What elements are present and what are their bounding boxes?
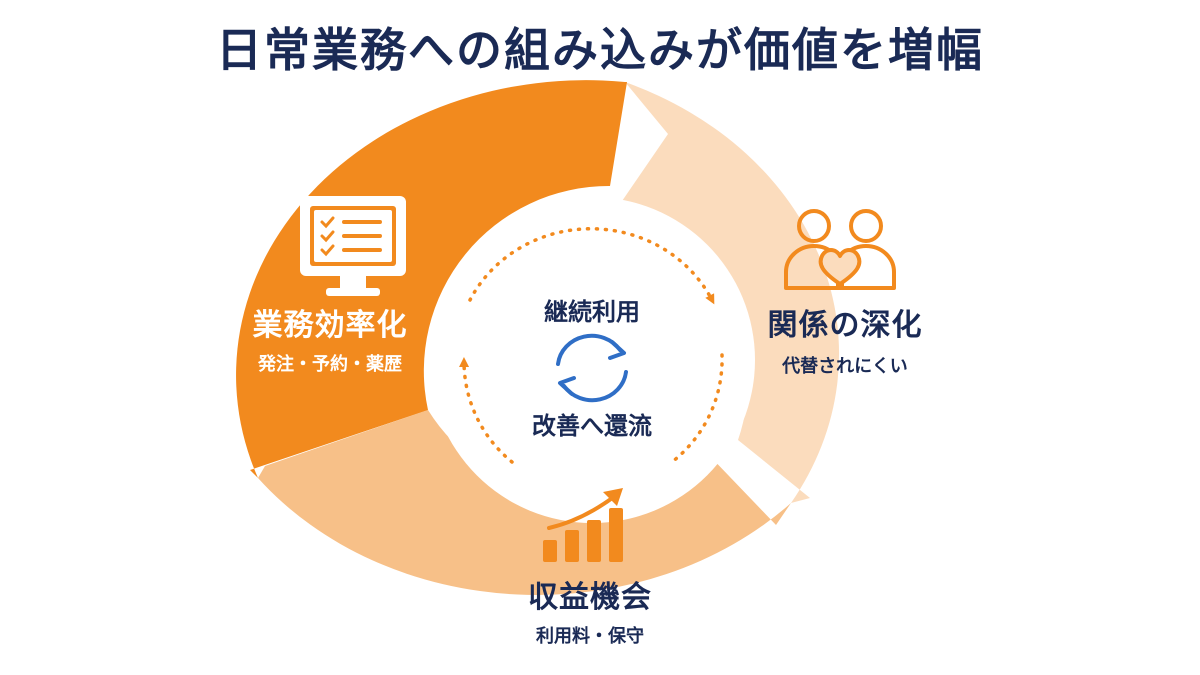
segment-relationship-title: 関係の深化 — [767, 308, 923, 343]
center-top-label: 継続利用 — [544, 298, 640, 326]
segment-efficiency-subtitle: 発注・予約・薬歴 — [258, 354, 402, 375]
dotted-arrow-top — [468, 227, 715, 305]
center-circle — [429, 197, 755, 523]
dotted-arrow-right — [670, 353, 724, 464]
segment-revenue-title: 収益機会 — [528, 580, 652, 615]
bar-chart-growth-icon — [543, 488, 623, 562]
center-bottom-label: 改善へ還流 — [532, 412, 652, 440]
segment-efficiency-title: 業務効率化 — [252, 308, 408, 343]
segment-relationship-subtitle: 代替されにくい — [782, 356, 908, 377]
page-title: 日常業務への組み込みが価値を増幅 — [216, 23, 984, 77]
segment-efficiency — [236, 80, 628, 479]
dotted-arrow-left — [459, 357, 514, 464]
segment-revenue-subtitle: 利用料・保守 — [536, 626, 644, 647]
refresh-cycle-icon — [556, 333, 628, 403]
people-heart-icon — [784, 209, 896, 290]
monitor-checklist-icon — [300, 196, 406, 296]
